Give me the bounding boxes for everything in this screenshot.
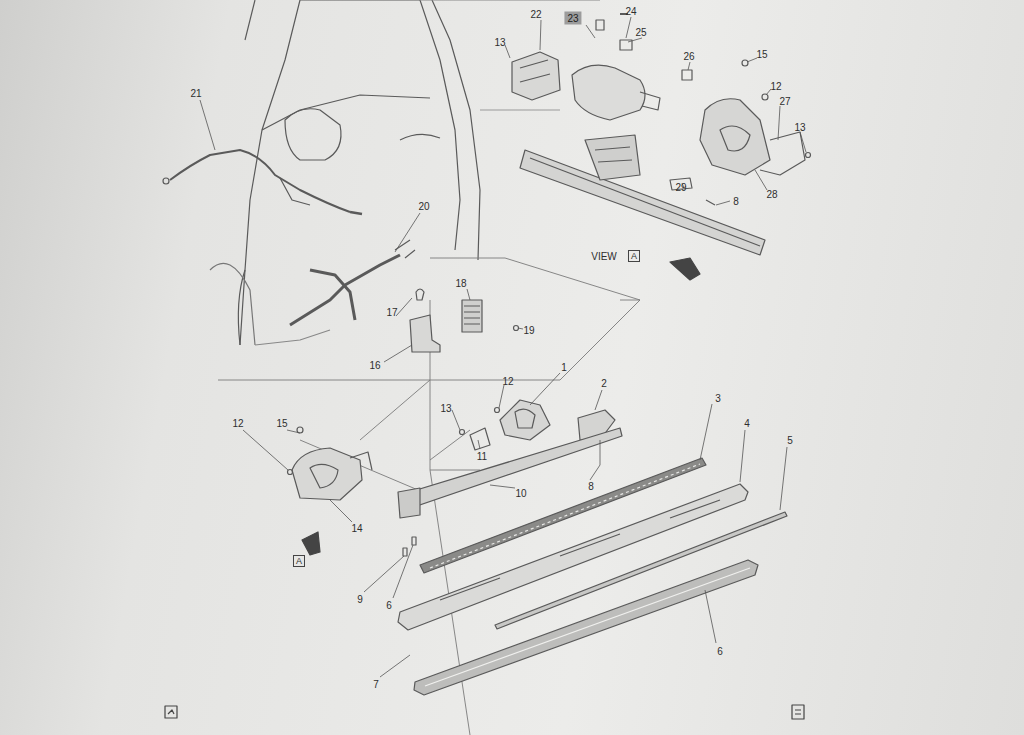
callout-number: 1 (560, 362, 568, 373)
callout-number: 8 (587, 481, 595, 492)
callout-number: 25 (634, 27, 647, 38)
callout-number: 23 (564, 12, 581, 25)
callout-number: 17 (385, 307, 398, 318)
callout-number: 13 (439, 403, 452, 414)
callout-number: 19 (522, 325, 535, 336)
callout-number: 5 (786, 435, 794, 446)
callout-number: 22 (529, 9, 542, 20)
callout-number: 28 (765, 189, 778, 200)
callout-number: 11 (476, 451, 488, 462)
callout-number: 16 (368, 360, 381, 371)
callout-number: 9 (356, 594, 364, 605)
callout-number: 21 (189, 88, 202, 99)
callout-number: 7 (372, 679, 380, 690)
callout-number: 10 (514, 488, 527, 499)
callout-number: 29 (674, 182, 687, 193)
callout-number: 15 (755, 49, 768, 60)
callout-number: 12 (231, 418, 244, 429)
callout-number: 26 (682, 51, 695, 62)
view-marker: A (293, 555, 305, 567)
callout-number: 8 (732, 196, 740, 207)
callout-number: 12 (501, 376, 514, 387)
callout-number: 3 (714, 393, 722, 404)
callout-number: 27 (778, 96, 791, 107)
callout-number: 13 (493, 37, 506, 48)
callout-number: 15 (275, 418, 288, 429)
callout-number: 6 (385, 600, 393, 611)
callout-number: 6 (716, 646, 724, 657)
callout-number: 14 (350, 523, 363, 534)
callout-number: 24 (624, 6, 637, 17)
callout-number: 18 (454, 278, 467, 289)
callout-number: 13 (793, 122, 806, 133)
callout-number: 20 (417, 201, 430, 212)
callout-number: 12 (769, 81, 782, 92)
view-label: VIEW (590, 251, 618, 262)
callout-number: 4 (743, 418, 751, 429)
view-marker: A (628, 250, 640, 262)
callout-number: 2 (600, 378, 608, 389)
